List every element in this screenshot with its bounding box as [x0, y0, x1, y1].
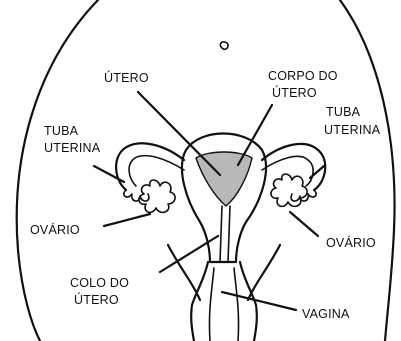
- leader-ovario-right: [290, 212, 318, 236]
- left-fallopian-tube: [116, 143, 184, 201]
- leader-tuba-left: [94, 166, 124, 182]
- label-corpo-line1: CORPO DO: [268, 69, 338, 83]
- vulva-right: [248, 245, 280, 300]
- vagina-inner-left: [209, 268, 214, 341]
- label-tuba-left-line2: UTERINA: [44, 141, 101, 155]
- leader-ovario-left: [104, 214, 150, 226]
- uterine-canal: [220, 206, 230, 262]
- label-tuba-right-line2: UTERINA: [324, 123, 381, 137]
- label-colo-line2: ÚTERO: [74, 292, 119, 307]
- label-corpo-line2: ÚTERO: [272, 85, 317, 100]
- vagina-right-wall: [240, 262, 257, 341]
- leader-vagina: [222, 292, 296, 310]
- small-mark: [220, 42, 228, 49]
- vagina-inner-right: [234, 268, 239, 341]
- left-ovary: [139, 180, 175, 212]
- label-tuba-left-line1: TUBA: [44, 124, 79, 138]
- label-ovario-right: OVÁRIO: [326, 235, 376, 250]
- vagina-left-wall: [191, 262, 208, 341]
- leader-utero: [138, 92, 220, 175]
- right-ovary: [271, 174, 307, 206]
- vulva-left: [168, 245, 200, 300]
- label-vagina: VAGINA: [302, 307, 350, 321]
- label-utero: ÚTERO: [104, 70, 149, 85]
- label-tuba-right-line1: TUBA: [326, 105, 361, 119]
- label-ovario-left: OVÁRIO: [30, 222, 80, 237]
- body-outline-right: [340, 0, 395, 341]
- label-colo-line1: COLO DO: [70, 276, 129, 290]
